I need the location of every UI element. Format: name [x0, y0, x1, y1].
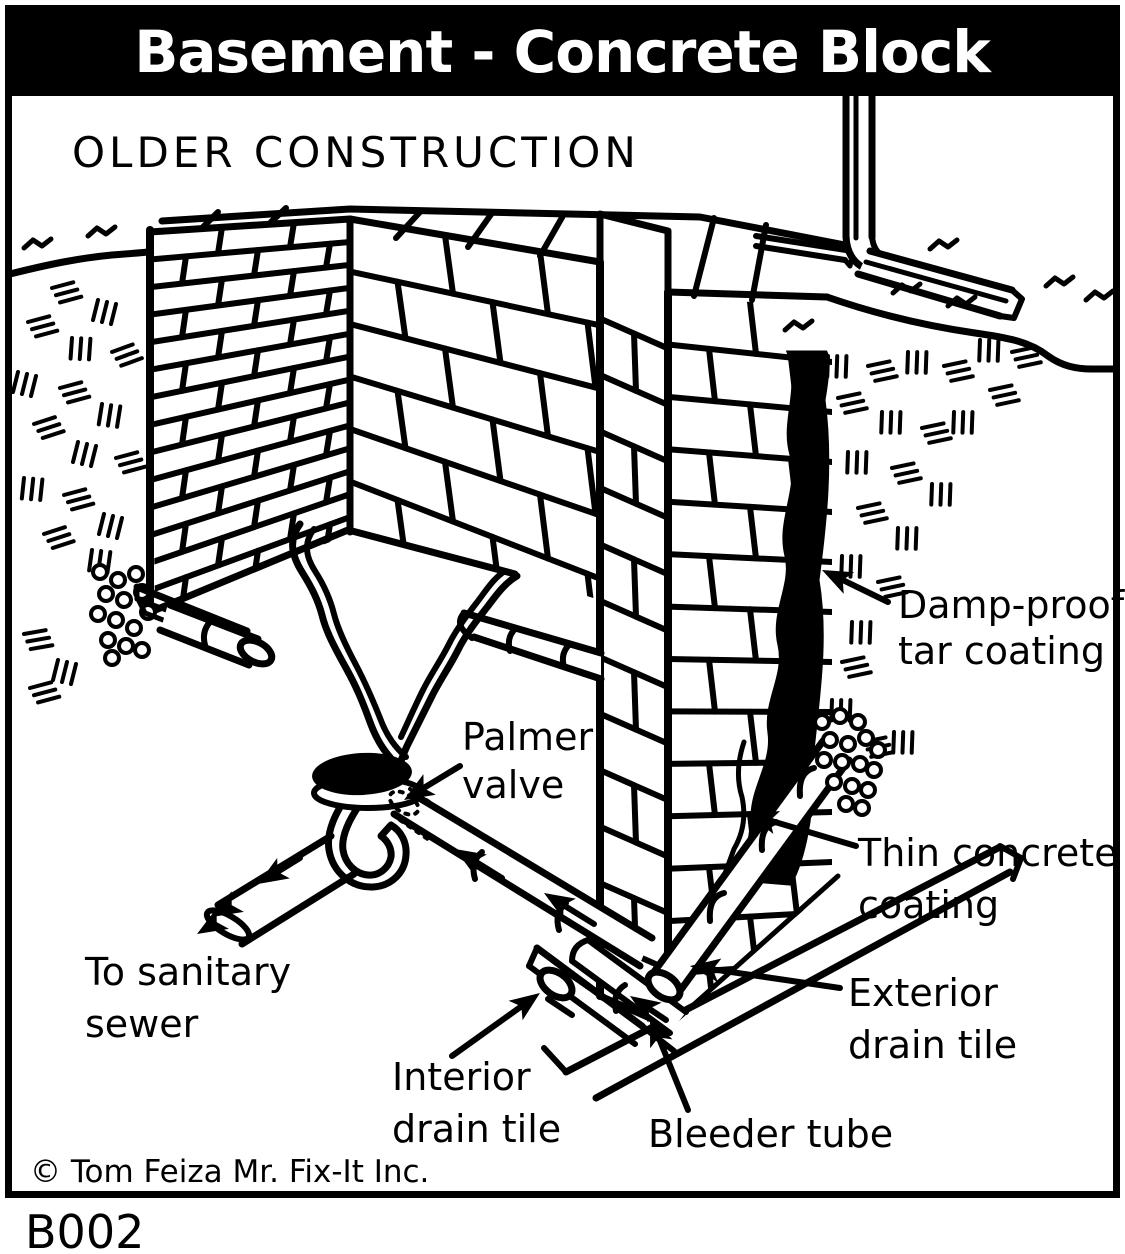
soil-hatching-left — [11, 280, 148, 705]
ground-line-left — [6, 224, 152, 278]
label-text: Thin concrete — [857, 831, 1118, 875]
palmer-valve-cover — [312, 752, 412, 796]
bleeder-tube — [569, 937, 689, 1036]
grass-tuft — [1043, 274, 1076, 289]
label-text: Damp-proof — [898, 583, 1125, 627]
page-title: Basement - Concrete Block — [134, 18, 992, 86]
floor-wall-junction-right — [348, 527, 519, 578]
grass-tuft — [782, 318, 815, 333]
wall-top-surface — [146, 205, 849, 303]
label-thin-concrete-coating: Thin concrete coating — [857, 831, 1118, 927]
grass-tuft — [21, 236, 54, 251]
subtitle-older-construction: OLDER CONSTRUCTION — [72, 128, 640, 177]
label-to-sanitary-sewer: To sanitary sewer — [84, 950, 291, 1046]
label-text: coating — [858, 883, 999, 927]
label-text: Bleeder tube — [648, 1112, 893, 1156]
title-banner — [5, 5, 1120, 96]
label-text: Palmer — [462, 715, 593, 759]
label-interior-drain-tile: Interior drain tile — [392, 1055, 561, 1151]
label-text: drain tile — [848, 1023, 1017, 1067]
grass-tuft — [927, 237, 960, 252]
floor-wall-junction-left — [149, 526, 352, 615]
grass-tuft — [890, 281, 923, 296]
label-palmer-valve: Palmer valve — [462, 715, 593, 807]
label-damp-proof-tar-coating: Damp-proof tar coating — [898, 583, 1125, 673]
label-exterior-drain-tile: Exterior drain tile — [848, 971, 1017, 1067]
label-text: drain tile — [392, 1107, 561, 1151]
label-text: valve — [462, 763, 564, 807]
label-text: Exterior — [848, 971, 998, 1015]
label-bleeder-tube: Bleeder tube — [648, 1112, 893, 1156]
copyright-notice: © Tom Feiza Mr. Fix-It Inc. — [30, 1154, 429, 1190]
figure-id: B002 — [25, 1205, 144, 1254]
grass-tuft — [945, 294, 978, 309]
downspout — [842, 92, 1025, 321]
ground-line-right — [782, 237, 1118, 373]
exterior-drain-tile — [644, 737, 853, 1004]
gravel-exterior-tile — [813, 707, 887, 817]
label-text: sewer — [85, 1002, 199, 1046]
interior-drain-tile-end — [536, 966, 593, 1018]
grass-tuft — [1083, 288, 1116, 303]
palmer-valve-assembly — [311, 752, 446, 844]
flow-and-label-arrows — [197, 570, 891, 1113]
label-text: Interior — [392, 1055, 531, 1099]
left-footing-and-drain-tile — [133, 583, 276, 669]
label-text: To sanitary — [84, 950, 291, 994]
floor-pit-rim — [289, 520, 521, 770]
grass-tuft — [85, 224, 118, 239]
label-text: tar coating — [898, 629, 1105, 673]
